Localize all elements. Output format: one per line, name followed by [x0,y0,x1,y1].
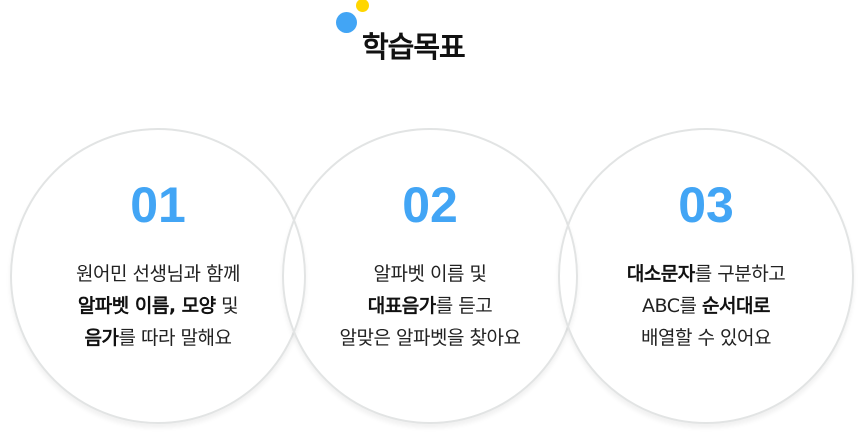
text-segment: 알파벳 이름 및 [373,263,487,285]
text-segment: ABC를 [642,295,703,317]
goal-text-line: 원어민 선생님과 함께 [12,258,304,290]
goal-text-line: 알파벳 이름 및 [284,258,576,290]
goal-text-line: 대표음가를 듣고 [284,290,576,322]
text-segment: 알맞은 알파벳을 찾아요 [339,327,521,349]
yellow-dot-decoration [356,0,369,12]
blue-dot-decoration [336,12,357,33]
highlighted-text: 순서대로 [702,295,770,317]
text-segment: 및 [215,295,239,317]
highlighted-text: 알파벳 이름, 모양 [77,295,216,317]
text-segment: 를 구분하고 [694,263,786,285]
highlighted-text: 음가 [84,327,119,349]
page-title: 학습목표 [362,30,466,64]
goal-number: 01 [130,177,186,233]
goal-text-line: 알맞은 알파벳을 찾아요 [284,322,576,354]
goal-number: 02 [402,177,458,233]
text-segment: 원어민 선생님과 함께 [76,263,240,285]
text-segment: 를 듣고 [435,295,493,317]
highlighted-text: 대소문자 [626,263,695,285]
highlighted-text: 대표음가 [367,295,436,317]
goal-text-line: ABC를 순서대로 [560,290,852,322]
goal-number: 03 [678,177,734,233]
text-segment: 배열할 수 있어요 [641,327,771,349]
goal-text-line: 배열할 수 있어요 [560,322,852,354]
goal-text-line: 알파벳 이름, 모양 및 [12,290,304,322]
goal-text-line: 음가를 따라 말해요 [12,322,304,354]
goal-text-line: 대소문자를 구분하고 [560,258,852,290]
text-segment: 를 따라 말해요 [118,327,232,349]
